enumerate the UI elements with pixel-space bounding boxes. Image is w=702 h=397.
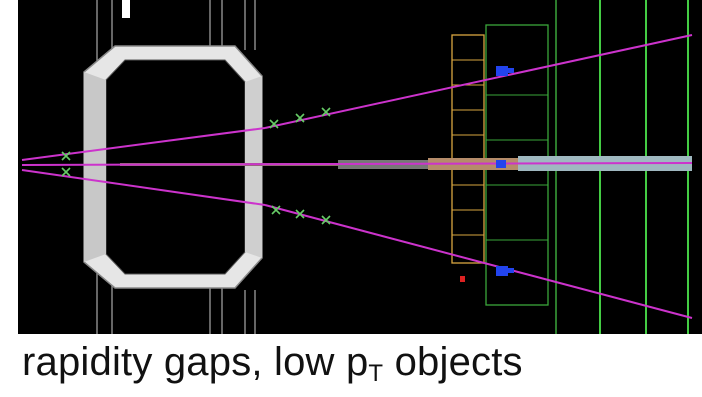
caption-subscript: T — [368, 360, 384, 387]
caption-suffix: objects — [383, 340, 523, 384]
hit-markers — [61, 107, 331, 225]
caption-prefix: rapidity gaps, low p — [22, 340, 369, 384]
calorimeter — [83, 45, 263, 289]
tracker-hits — [460, 66, 514, 282]
top-marker — [122, 0, 130, 18]
caption: rapidity gaps, low pT objects — [22, 340, 523, 388]
caption-bar — [18, 334, 702, 397]
left-border — [0, 0, 18, 397]
